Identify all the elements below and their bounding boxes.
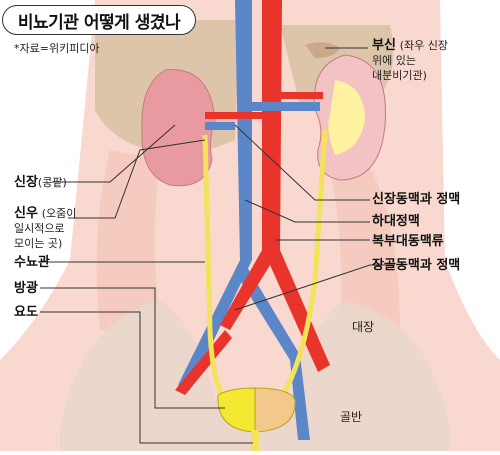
label-kidney-name: 신장 — [14, 175, 38, 190]
label-urethra-name: 요도 — [14, 305, 38, 320]
label-adrenal: 부신 (좌우 신장 위에 있는 내분비기관) — [372, 38, 448, 83]
label-adrenal-note3: 내분비기관) — [372, 69, 427, 82]
colon-left — [330, 150, 400, 338]
ureter-right — [277, 129, 328, 402]
label-bladder-name: 방광 — [14, 281, 38, 296]
renal-vein-left — [205, 122, 235, 130]
renal-vein-right — [250, 102, 320, 111]
leader-ivc — [244, 199, 370, 223]
label-pelvis-note2: 일시적으로 — [14, 222, 65, 235]
label-kidney-note: (콩팥) — [37, 176, 67, 189]
abdominal-aorta — [220, 0, 330, 372]
label-pelvis-note3: 모이는 곳) — [14, 237, 63, 250]
label-kidney: 신장(콩팥) — [14, 175, 67, 190]
label-renal-vessels: 신장동맥과 정맥 — [372, 192, 460, 207]
label-pelvic-bone: 골반 — [340, 410, 363, 424]
urethra-tube — [251, 430, 259, 451]
label-aorta: 복부대동맥류 — [372, 234, 444, 249]
label-pelvis-note: (오줌이 — [41, 207, 77, 220]
label-colon: 대장 — [352, 320, 375, 334]
kidney-left — [141, 69, 216, 187]
leader-kidney — [52, 124, 176, 183]
source-credit: *자료=위키피디아 — [14, 42, 100, 55]
label-pelvis-name: 신우 — [14, 206, 38, 221]
label-pelvis: 신우 (오줌이 일시적으로 모이는 곳) — [14, 206, 76, 251]
label-iliac-name: 장골동맥과 정맥 — [372, 258, 461, 273]
leader-bladder — [40, 287, 225, 409]
label-urethra: 요도 — [14, 305, 38, 320]
leader-lines — [40, 47, 395, 444]
renal-medulla — [328, 80, 365, 155]
leader-renal-vessels — [234, 124, 370, 201]
leader-pelvis — [68, 139, 206, 219]
renal-artery-left — [205, 112, 265, 119]
leader-urethra — [40, 311, 253, 444]
label-renal-vessels-name: 신장동맥과 정맥 — [372, 192, 461, 207]
label-ureter-name: 수뇨관 — [14, 255, 50, 270]
label-ureter: 수뇨관 — [14, 255, 50, 270]
label-bladder: 방광 — [14, 281, 38, 296]
adrenal-gland-right — [305, 42, 340, 58]
label-ivc: 하대정맥 — [372, 214, 420, 229]
renal-artery-right — [278, 92, 323, 99]
title-box: 비뇨기관 어떻게 생겼나 — [2, 5, 196, 35]
page-title: 비뇨기관 어떻게 생겼나 — [17, 12, 181, 33]
label-aorta-name: 복부대동맥류 — [372, 234, 444, 249]
label-iliac: 장골동맥과 정맥 — [372, 258, 460, 273]
pelvic-bone — [60, 300, 450, 451]
label-adrenal-name: 부신 — [372, 38, 396, 53]
bladder-right — [254, 387, 296, 433]
label-adrenal-note2: 위에 있는 — [372, 54, 416, 67]
iliac-artery-left — [175, 330, 232, 395]
label-adrenal-note: (좌우 신장 — [399, 39, 449, 52]
ureter-left — [202, 134, 228, 402]
leader-iliac — [234, 264, 395, 311]
inferior-vena-cava — [178, 0, 252, 390]
label-ivc-name: 하대정맥 — [372, 214, 420, 229]
